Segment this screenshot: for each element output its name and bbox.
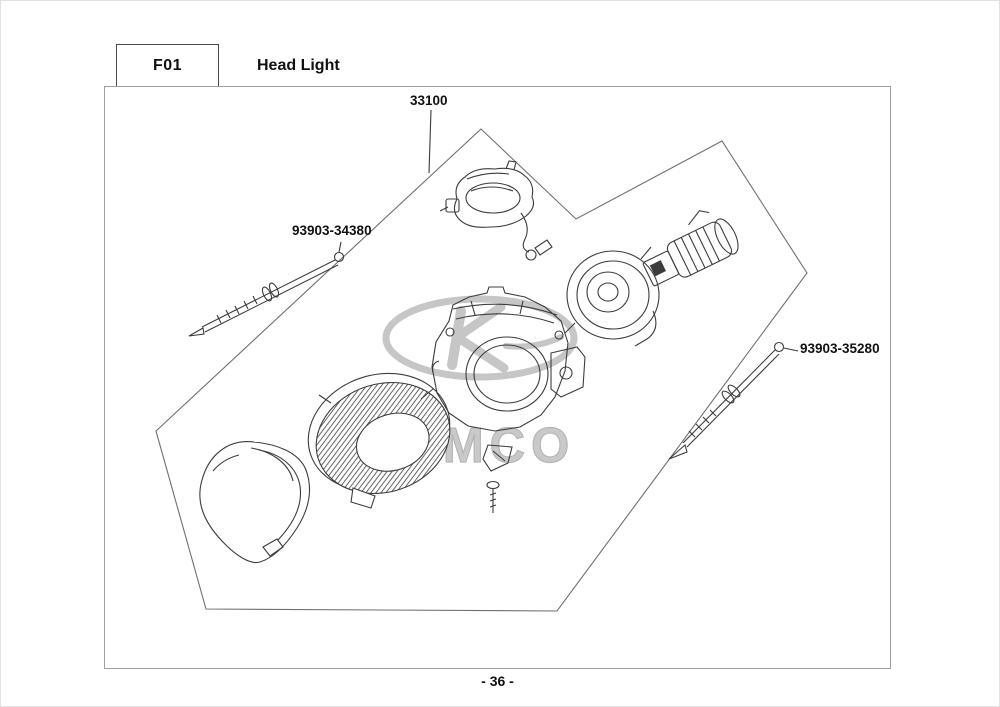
part-headlight-housing [431, 286, 586, 472]
part-label-33100: 33100 [410, 93, 448, 108]
part-small-screw [486, 480, 500, 513]
section-code-box: F01 [116, 44, 219, 87]
section-code: F01 [152, 56, 183, 74]
leader-line-35280 [783, 347, 799, 352]
diagram-frame: KYMCO [104, 86, 891, 669]
part-label-93903-35280: 93903-35280 [800, 341, 880, 356]
leader-line-33100 [428, 109, 432, 174]
page-number: - 36 - [481, 673, 514, 689]
page-title: Head Light [257, 56, 340, 74]
part-bezel-ring [307, 372, 451, 509]
part-lens-cover [199, 441, 310, 564]
exploded-view-drawing: KYMCO [155, 109, 808, 612]
kymco-watermark-logo [382, 295, 578, 381]
part-screw-34380 [188, 251, 345, 337]
leader-line-34380 [338, 241, 342, 253]
part-screw-35280 [668, 341, 785, 460]
part-label-93903-34380: 93903-34380 [292, 223, 372, 238]
part-rubber-boot [439, 160, 553, 261]
diagram-boundary [155, 128, 808, 612]
part-bulb-socket [642, 210, 739, 287]
part-projector-lens [564, 246, 660, 347]
